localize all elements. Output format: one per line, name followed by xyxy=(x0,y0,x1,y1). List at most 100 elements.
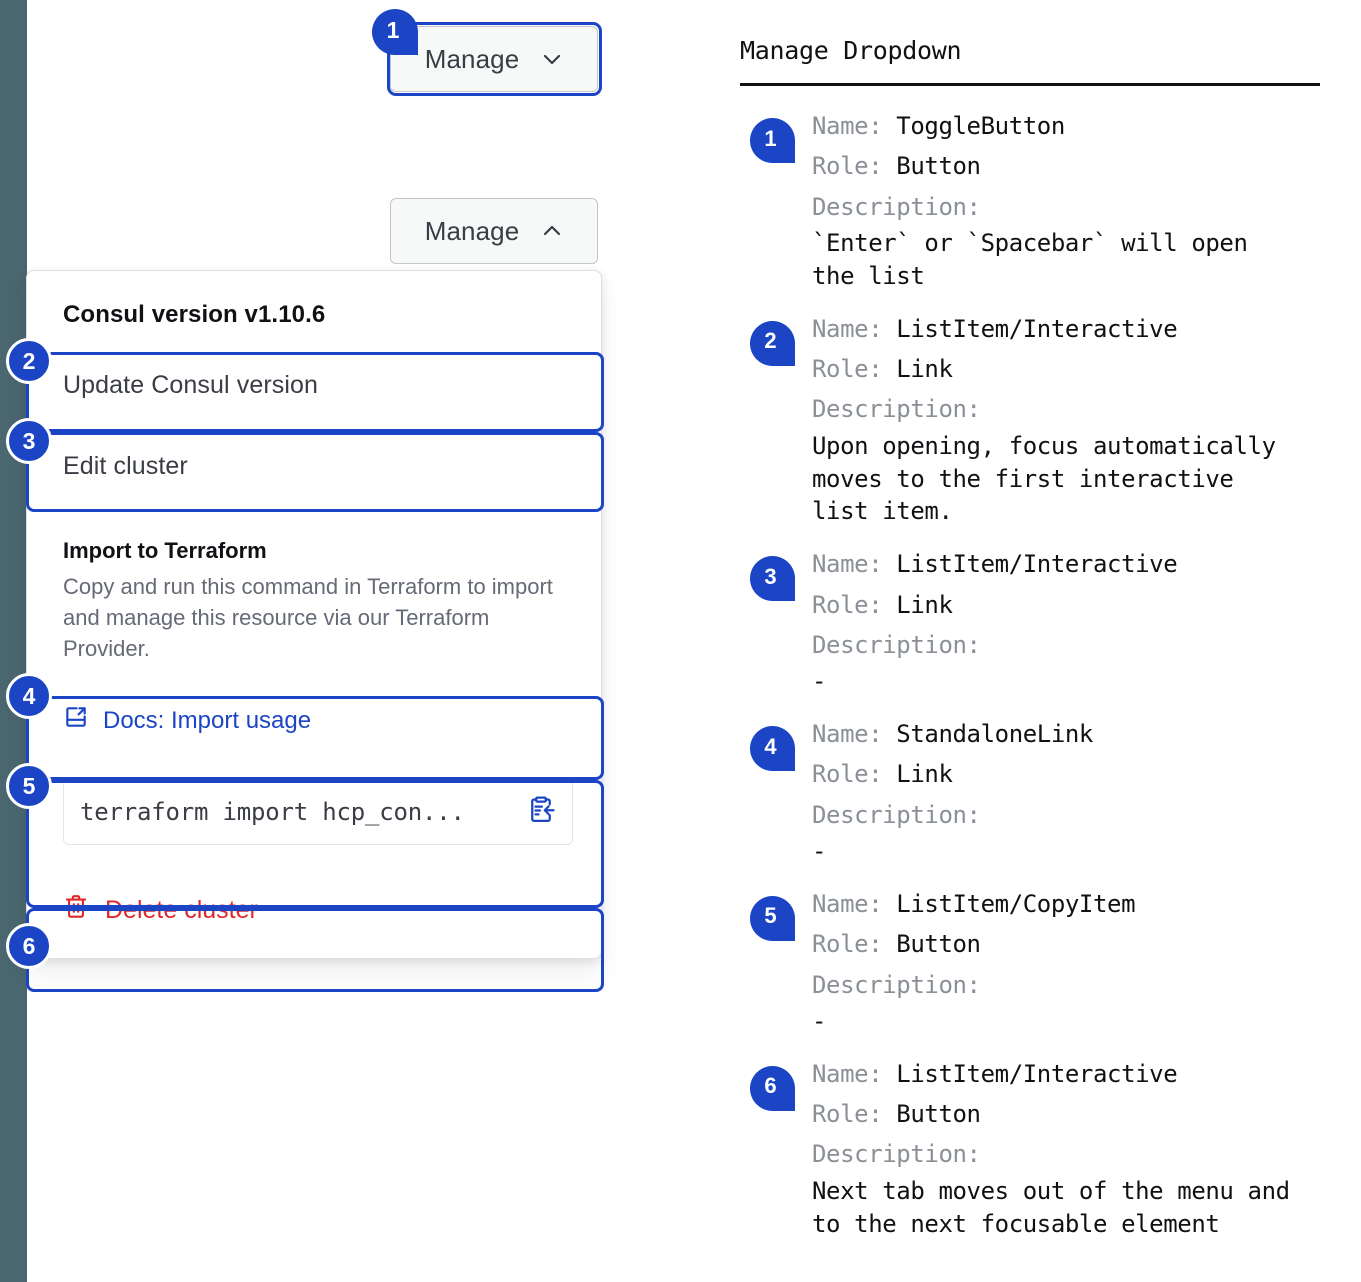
docs-badge-column: 3 xyxy=(740,544,812,698)
docs-marker-4: 4 xyxy=(750,726,795,772)
copy-to-clipboard-icon[interactable] xyxy=(526,795,556,830)
docs-name-value: ListItem/Interactive xyxy=(896,314,1178,343)
docs-description-value: - xyxy=(812,837,827,865)
docs-role-value: Button xyxy=(896,152,981,181)
dropdown-heading: Consul version v1.10.6 xyxy=(63,301,326,328)
docs-import-usage-link[interactable]: Docs: Import usage xyxy=(27,680,601,761)
docs-name-label: Name: xyxy=(812,314,897,343)
docs-name-label: Name: xyxy=(812,1059,897,1088)
manage-toggle-button-closed[interactable]: Manage xyxy=(390,26,598,92)
docs-role-value: Link xyxy=(896,590,953,619)
docs-description-line: Description: xyxy=(812,1134,1320,1174)
docs-role-line: Role: Button xyxy=(812,146,1320,186)
terraform-command-wrapper: terraform import hcp_con... xyxy=(27,761,601,867)
docs-description-line: Description: xyxy=(812,795,1320,835)
dropdown-item-edit-cluster[interactable]: Edit cluster xyxy=(63,452,188,480)
dropdown-item-update-consul-version[interactable]: Update Consul version xyxy=(63,371,319,399)
docs-panel-title: Manage Dropdown xyxy=(740,36,962,65)
marker-5: 5 xyxy=(6,763,52,809)
docs-description-value: - xyxy=(812,667,827,696)
docs-marker-1: 1 xyxy=(750,118,795,163)
docs-marker-6: 6 xyxy=(750,1065,795,1111)
marker-4: 4 xyxy=(6,673,52,719)
docs-role-label: Role: xyxy=(812,355,897,383)
docs-title-underline xyxy=(740,83,1320,86)
marker-1: 1 xyxy=(372,9,418,55)
docs-description-line: Description: xyxy=(812,389,1320,429)
terraform-command-field[interactable]: terraform import hcp_con... xyxy=(63,779,573,846)
docs-description-line: Description: xyxy=(812,965,1320,1005)
dropdown-demo-stage: Manage Manage Consul version v1.10.6 Upd… xyxy=(6,9,604,992)
docs-description-line: Description: xyxy=(812,187,1320,227)
manage-toggle-button-open[interactable]: Manage xyxy=(390,198,598,264)
docs-name-line: Name: ListItem/Interactive xyxy=(812,544,1320,584)
import-to-terraform-title: Import to Terraform xyxy=(63,538,267,563)
chevron-down-icon xyxy=(541,48,563,70)
docs-name-line: Name: ListItem/CopyItem xyxy=(812,884,1320,924)
docs-badge-column: 6 xyxy=(740,1054,812,1241)
docs-description-value: Next tab moves out of the menu and to th… xyxy=(812,1176,1290,1238)
docs-marker-number: 6 xyxy=(764,1073,777,1099)
docs-name-label: Name: xyxy=(812,889,897,918)
docs-name-line: Name: ListItem/Interactive xyxy=(812,309,1320,349)
docs-badge-column: 5 xyxy=(740,884,812,1038)
marker-3: 3 xyxy=(6,418,52,464)
docs-role-value: Button xyxy=(896,930,981,959)
docs-description-label: Description: xyxy=(812,800,995,829)
docs-marker-number: 3 xyxy=(764,563,777,589)
docs-role-line: Role: Link xyxy=(812,585,1320,625)
docs-name-label: Name: xyxy=(812,112,897,140)
docs-name-line: Name: ToggleButton xyxy=(812,106,1320,146)
marker-2: 2 xyxy=(6,338,52,384)
docs-name-value: ListItem/Interactive xyxy=(896,550,1178,579)
docs-name-label: Name: xyxy=(812,550,897,579)
docs-role-label: Role: xyxy=(812,930,897,959)
chevron-up-icon xyxy=(541,220,563,242)
docs-badge-column: 1 xyxy=(740,106,812,293)
docs-role-label: Role: xyxy=(812,1100,897,1128)
docs-description-label: Description: xyxy=(812,970,995,999)
delete-cluster-label: Delete cluster xyxy=(105,896,258,925)
docs-marker-number: 5 xyxy=(764,903,777,929)
docs-badge-column: 4 xyxy=(740,714,812,868)
trash-icon xyxy=(63,893,89,928)
docs-name-value: ToggleButton xyxy=(896,112,1065,140)
dropdown-item-delete-cluster[interactable]: Delete cluster xyxy=(27,867,601,958)
docs-role-line: Role: Link xyxy=(812,349,1320,389)
docs-description-label: Description: xyxy=(812,192,995,221)
docs-role-label: Role: xyxy=(812,590,897,619)
docs-description-line: Description: xyxy=(812,625,1320,665)
docs-description-label: Description: xyxy=(812,1140,995,1169)
manage-button-label: Manage xyxy=(424,215,520,246)
docs-name-line: Name: StandaloneLink xyxy=(812,714,1320,754)
docs-role-label: Role: xyxy=(812,152,897,181)
docs-role-line: Role: Link xyxy=(812,754,1320,794)
docs-role-line: Role: Button xyxy=(812,924,1320,964)
docs-badge-column: 2 xyxy=(740,309,812,529)
docs-marker-number: 4 xyxy=(764,733,777,759)
docs-marker-3: 3 xyxy=(750,556,795,602)
docs-marker-5: 5 xyxy=(750,895,795,941)
docs-description-label: Description: xyxy=(812,395,995,424)
docs-name-value: ListItem/CopyItem xyxy=(896,889,1136,918)
left-sidebar-rail xyxy=(0,0,27,1282)
docs-role-line: Role: Button xyxy=(812,1094,1320,1134)
docs-description-label: Description: xyxy=(812,630,995,659)
import-to-terraform-description: Copy and run this command in Terraform t… xyxy=(63,574,553,661)
docs-name-line: Name: ListItem/Interactive xyxy=(812,1054,1320,1094)
docs-description-value: - xyxy=(812,1006,827,1035)
docs-role-label: Role: xyxy=(812,760,897,789)
docs-marker-number: 2 xyxy=(764,328,777,354)
docs-name-value: StandaloneLink xyxy=(896,720,1093,749)
